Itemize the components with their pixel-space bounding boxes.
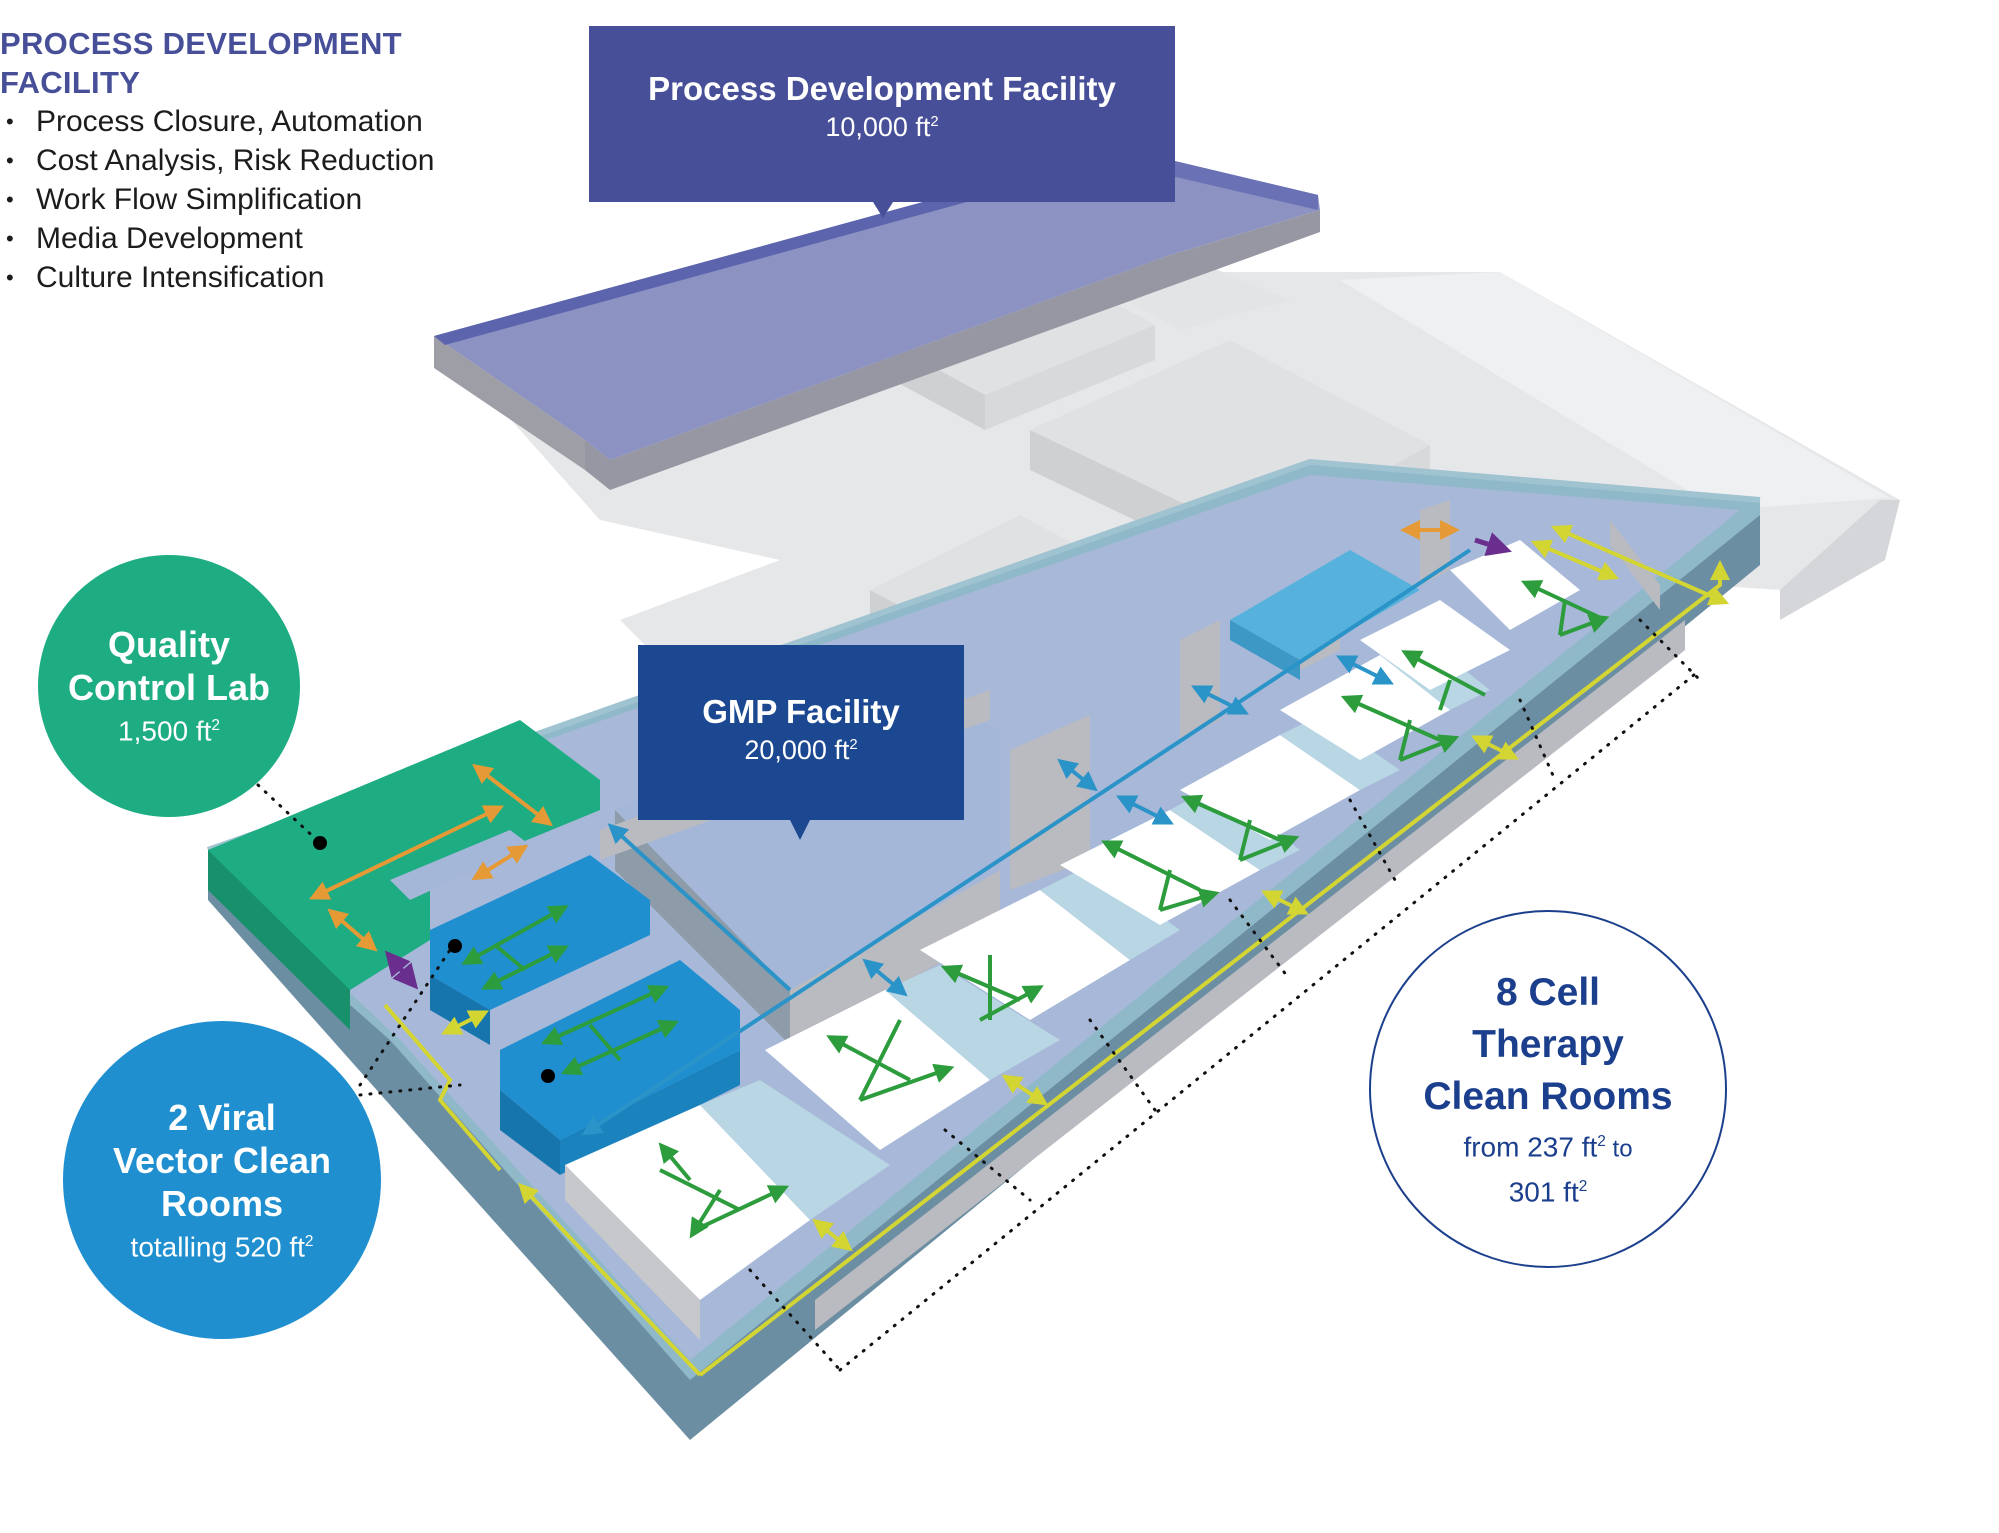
corridor-flow-arrows	[581, 548, 1472, 1136]
gmp-area: 20,000 ft2	[744, 735, 858, 765]
leader-lines	[256, 618, 1702, 1372]
cell-therapy-area-max: 301 ft2	[1508, 1176, 1588, 1208]
bullet-icon: •	[6, 226, 14, 251]
list-item: •Work Flow Simplification	[6, 180, 435, 219]
transfer-arrows	[384, 532, 1512, 990]
process-development-title: Process Development Facility	[648, 70, 1116, 107]
personnel-flow-arrows	[461, 580, 1610, 1239]
leader-dots	[313, 836, 555, 1083]
list-item: •Culture Intensification	[6, 258, 435, 297]
list-item: •Process Closure, Automation	[6, 102, 435, 141]
quality-control-title: Quality Control Lab	[68, 624, 270, 709]
viral-vector-title: 2 Viral Vector Clean Rooms	[112, 1096, 332, 1224]
gmp-title: GMP Facility	[702, 693, 900, 730]
cell-therapy-area-range: from 237 ft2 to	[1463, 1131, 1633, 1162]
callout-process-dev-shape	[589, 26, 1175, 218]
cell-therapy-title: 8 Cell Therapy Clean Rooms	[1423, 970, 1673, 1118]
callout-gmp-shape	[638, 645, 964, 840]
list-item: •Cost Analysis, Risk Reduction	[6, 141, 435, 180]
bullet-icon: •	[6, 187, 14, 212]
cell-therapy-circle: 8 Cell Therapy Clean Rooms from 237 ft2 …	[1369, 910, 1727, 1268]
gmp-callout: GMP Facility 20,000 ft2	[638, 693, 964, 766]
process-development-area: 10,000 ft2	[825, 112, 939, 142]
support-room-blue	[1230, 550, 1420, 680]
bullet-icon: •	[6, 109, 14, 134]
info-panel-title: PROCESS DEVELOPMENT FACILITY	[0, 26, 402, 100]
process-development-slab	[434, 148, 1320, 490]
viral-vector-circle: 2 Viral Vector Clean Rooms totalling 520…	[63, 1021, 381, 1339]
quality-control-area: 1,500 ft2	[118, 715, 220, 747]
process-development-callout: Process Development Facility 10,000 ft2	[589, 70, 1175, 143]
list-item: •Media Development	[6, 219, 435, 258]
viral-vector-area: totalling 520 ft2	[130, 1231, 314, 1263]
qc-flow-arrows	[308, 520, 1460, 952]
bullet-icon: •	[6, 148, 14, 173]
bullet-icon: •	[6, 265, 14, 290]
info-panel-list: •Process Closure, Automation •Cost Analy…	[6, 102, 435, 297]
material-flow-arrows	[383, 524, 1730, 1377]
quality-control-circle: Quality Control Lab 1,500 ft2	[38, 555, 300, 817]
